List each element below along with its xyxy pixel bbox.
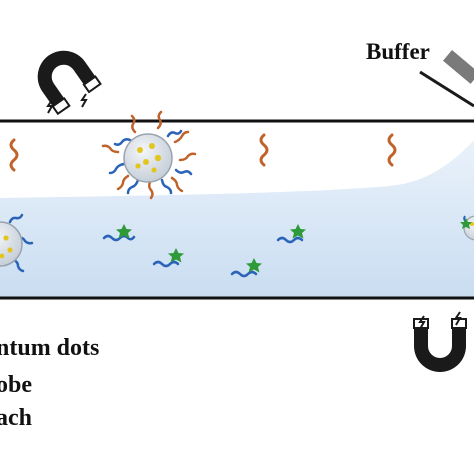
star-icon <box>168 248 184 263</box>
star-icon <box>290 224 306 239</box>
labelled-strand <box>102 224 136 242</box>
magnetic-bead-icon <box>101 110 197 200</box>
labelled-strand <box>276 224 306 244</box>
labelled-strand <box>230 258 262 278</box>
legend-item: obe <box>0 372 32 398</box>
magnet-spark-icon <box>46 99 54 114</box>
star-icon <box>116 224 132 239</box>
star-icon <box>246 258 262 273</box>
legend-item: ach <box>0 405 32 431</box>
buffer-arrow <box>419 70 474 108</box>
fluid-stream <box>0 140 474 298</box>
buffer-label: Buffer <box>366 39 430 64</box>
magnetic-bead-icon <box>460 215 474 241</box>
syringe-icon <box>443 49 474 84</box>
labelled-strand <box>152 248 184 268</box>
probe-strand <box>9 138 19 172</box>
probe-strand <box>387 133 397 167</box>
magnet-icon <box>37 50 102 116</box>
magnetic-bead-icon <box>0 213 34 273</box>
magnet-spark-icon <box>454 311 462 326</box>
legend-item: ntum dots <box>0 335 100 361</box>
magnet-spark-icon <box>418 315 426 330</box>
magnet-spark-icon <box>80 93 88 108</box>
probe-strand <box>259 133 269 167</box>
